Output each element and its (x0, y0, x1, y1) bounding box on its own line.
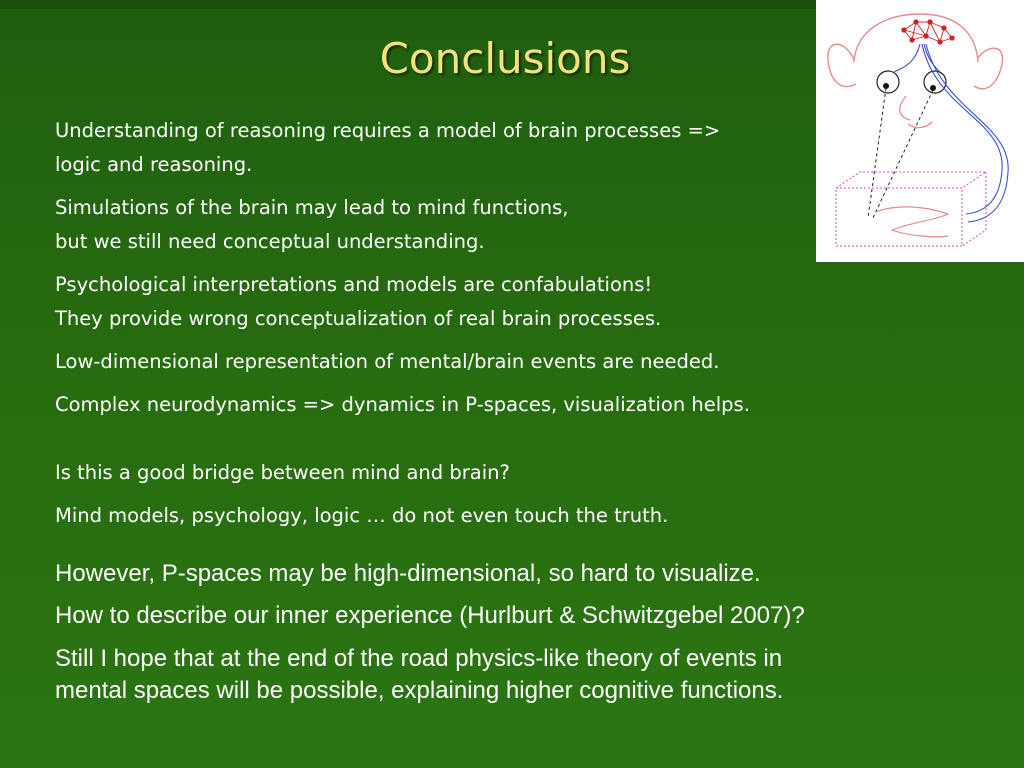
paragraph-line: but we still need conceptual understandi… (55, 230, 485, 253)
paragraph-simulations: Simulations of the brain may lead to min… (55, 191, 569, 259)
paragraph-mind-models: Mind models, psychology, logic … do not … (55, 499, 668, 533)
paragraph-bridge-question: Is this a good bridge between mind and b… (55, 456, 510, 490)
paragraph-hope: Still I hope that at the end of the road… (55, 643, 783, 707)
paragraph-line: Mind models, psychology, logic … do not … (55, 504, 669, 527)
paragraph-p-spaces: However, P-spaces may be high-dimensiona… (55, 558, 761, 590)
paragraph-line: Is this a good bridge between mind and b… (55, 461, 510, 484)
paragraph-line: However, P-spaces may be high-dimensiona… (55, 560, 761, 587)
paragraph-reasoning: Understanding of reasoning requires a mo… (55, 114, 720, 182)
paragraph-neurodynamics: Complex neurodynamics => dynamics in P-s… (55, 388, 750, 422)
paragraph-low-dimensional: Low-dimensional representation of mental… (55, 345, 719, 379)
slide-title: Conclusions (379, 34, 631, 83)
paragraph-confabulations: Psychological interpretations and models… (55, 268, 661, 336)
paragraph-line: Psychological interpretations and models… (55, 273, 653, 296)
top-band (0, 0, 1024, 9)
paragraph-line: Still I hope that at the end of the road… (55, 645, 783, 672)
paragraph-line: They provide wrong conceptualization of … (55, 307, 662, 330)
paragraph-line: Simulations of the brain may lead to min… (55, 196, 569, 219)
paragraph-inner-experience: How to describe our inner experience (Hu… (55, 600, 805, 632)
paragraph-line: mental spaces will be possible, explaini… (55, 677, 784, 704)
brain-mind-illustration (816, 0, 1024, 262)
paragraph-line: How to describe our inner experience (Hu… (55, 602, 805, 629)
paragraph-line: logic and reasoning. (55, 153, 253, 176)
paragraph-line: Low-dimensional representation of mental… (55, 350, 720, 373)
paragraph-line: Understanding of reasoning requires a mo… (55, 119, 721, 142)
paragraph-line: Complex neurodynamics => dynamics in P-s… (55, 393, 750, 416)
